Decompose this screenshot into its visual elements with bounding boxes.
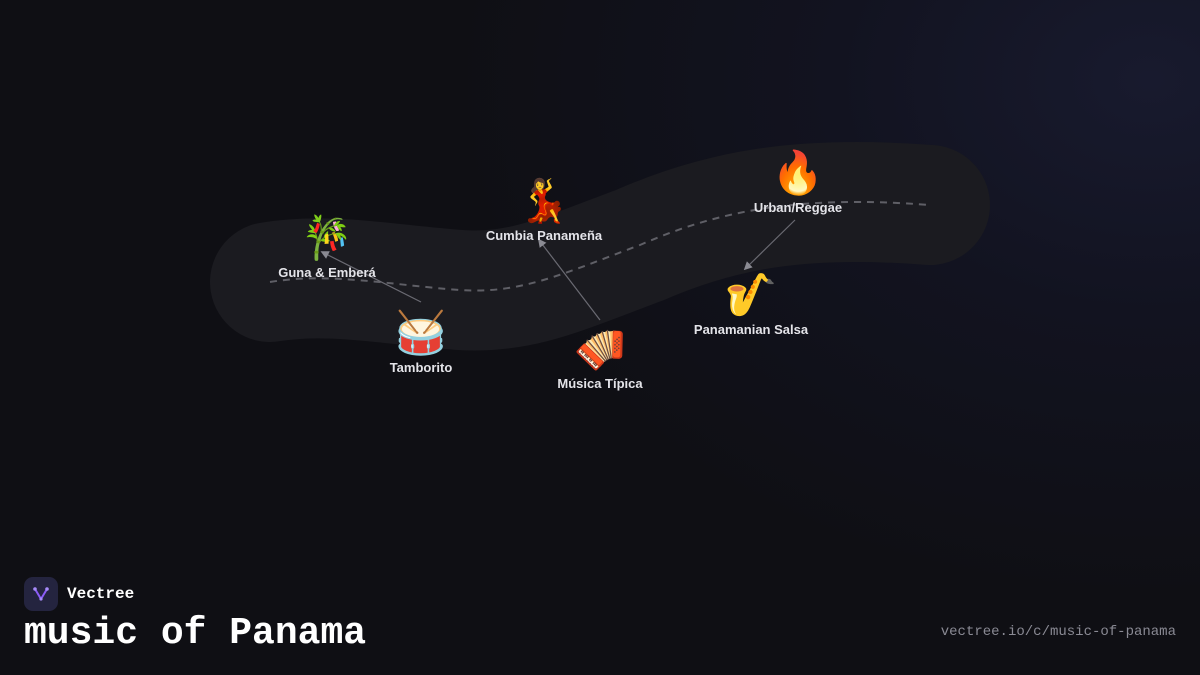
node-guna-embera[interactable]: 🎋 Guna & Emberá [237, 213, 417, 280]
node-label: Tamborito [389, 360, 453, 375]
node-label: Panamanian Salsa [693, 322, 809, 337]
node-label: Urban/Reggae [753, 200, 843, 215]
vectree-logo-icon [24, 577, 58, 611]
node-label: Música Típica [557, 376, 643, 391]
drum-icon: 🥁 [394, 308, 448, 357]
dancer-icon: 💃 [517, 176, 571, 225]
edge-tipica-to-cumbia [537, 238, 601, 321]
node-label: Guna & Emberá [278, 265, 376, 280]
fire-icon: 🔥 [771, 148, 825, 197]
timeline-path [269, 200, 931, 292]
node-tamborito[interactable]: 🥁 Tamborito [331, 308, 511, 375]
edge-tamborito-to-guna [320, 251, 422, 303]
saxophone-icon: 🎷 [724, 270, 778, 319]
accordion-icon: 🪗 [573, 324, 627, 373]
brand-name: Vectree [67, 585, 135, 603]
brand[interactable]: Vectree [24, 577, 134, 611]
node-urban-reggae[interactable]: 🔥 Urban/Reggae [708, 148, 888, 215]
page-url[interactable]: vectree.io/c/music-of-panama [940, 624, 1176, 640]
tanabata-tree-icon: 🎋 [300, 213, 354, 262]
page-title: music of Panama [24, 612, 367, 655]
edge-urban-to-salsa [743, 219, 796, 271]
node-musica-tipica[interactable]: 🪗 Música Típica [510, 324, 690, 391]
node-panamanian-salsa[interactable]: 🎷 Panamanian Salsa [661, 270, 841, 337]
node-label: Cumbia Panameña [485, 228, 603, 243]
node-cumbia-panamena[interactable]: 💃 Cumbia Panameña [454, 176, 634, 243]
